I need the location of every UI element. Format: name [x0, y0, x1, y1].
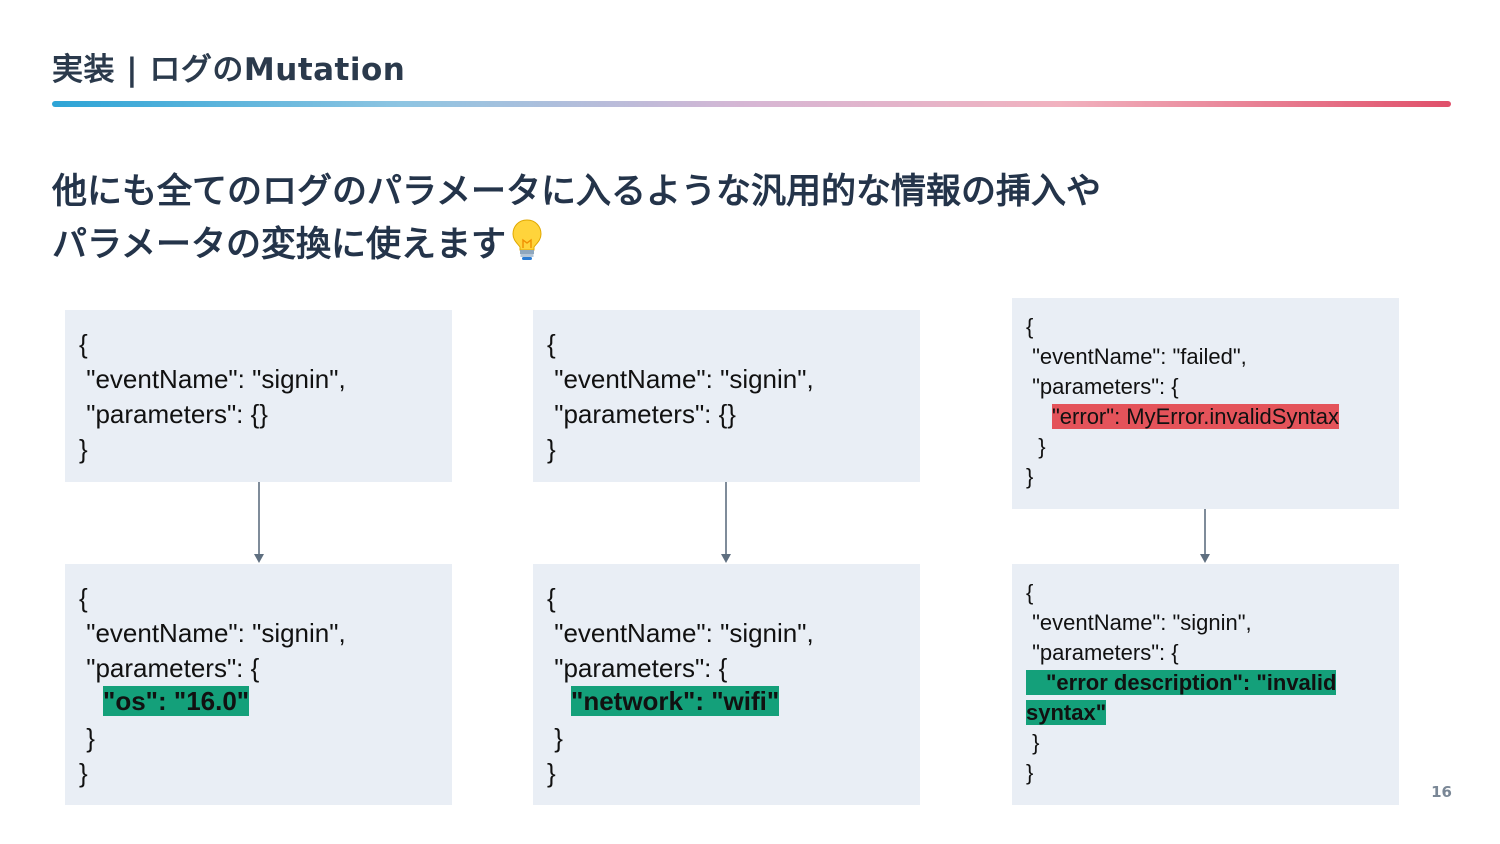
code-line: }: [1026, 434, 1046, 459]
json-before-box-2: { "eventName": "signin", "parameters": {…: [533, 310, 920, 482]
slide-title: 実装 | ログのMutation: [52, 52, 406, 88]
slide-subtitle: 他にも全てのログのパラメータに入るような汎用的な情報の挿入や パラメータの変換に…: [52, 166, 1352, 277]
code-line: {: [1026, 314, 1034, 339]
code-line: {: [547, 583, 556, 613]
converted-parameter-highlight: syntax": [1026, 700, 1107, 725]
subtitle-line-2: パラメータの変換に使えます: [52, 225, 506, 265]
title-gradient-divider: [52, 101, 1451, 107]
inserted-parameter-highlight: "network": "wifi": [571, 686, 780, 716]
subtitle-line-1: 他にも全てのログのパラメータに入るような汎用的な情報の挿入や: [52, 172, 1101, 212]
code-line: "parameters": {: [1026, 640, 1179, 665]
code-line: {: [79, 329, 88, 359]
code-line: "parameters": {: [79, 653, 260, 683]
code-line: }: [79, 434, 88, 464]
code-line: {: [1026, 580, 1034, 605]
code-line: }: [79, 723, 95, 753]
code-line: "eventName": "signin",: [547, 364, 814, 394]
code-line: "parameters": {: [1026, 374, 1179, 399]
code-line: {: [547, 329, 556, 359]
code-line: "parameters": {}: [79, 399, 268, 429]
code-line: }: [1026, 464, 1034, 489]
code-line: "eventName": "signin",: [547, 618, 814, 648]
down-arrow-icon: [1200, 509, 1210, 563]
json-after-box-3: { "eventName": "signin", "parameters": {…: [1012, 564, 1399, 805]
down-arrow-icon: [254, 482, 264, 563]
down-arrow-icon: [721, 482, 731, 563]
code-line: }: [1026, 730, 1040, 755]
code-line: "eventName": "failed",: [1026, 344, 1247, 369]
code-line: "eventName": "signin",: [79, 618, 346, 648]
inserted-parameter-highlight: "os": "16.0": [103, 686, 250, 716]
page-number: 16: [1431, 783, 1452, 801]
code-line: }: [547, 434, 556, 464]
code-line: "eventName": "signin",: [79, 364, 346, 394]
code-line: {: [79, 583, 88, 613]
code-line: }: [547, 723, 563, 753]
json-after-box-2: { "eventName": "signin", "parameters": {…: [533, 564, 920, 805]
error-parameter-highlight: "error": MyError.invalidSyntax: [1052, 404, 1340, 429]
code-line: }: [79, 758, 88, 788]
converted-parameter-highlight: "error description": "invalid: [1026, 670, 1337, 695]
json-after-box-1: { "eventName": "signin", "parameters": {…: [65, 564, 452, 805]
code-line: "parameters": {}: [547, 399, 736, 429]
code-line: }: [547, 758, 556, 788]
lightbulb-icon: [510, 218, 544, 277]
json-before-box-1: { "eventName": "signin", "parameters": {…: [65, 310, 452, 482]
code-line: }: [1026, 760, 1034, 785]
code-line: "eventName": "signin",: [1026, 610, 1252, 635]
code-line: "parameters": {: [547, 653, 728, 683]
json-before-box-3: { "eventName": "failed", "parameters": {…: [1012, 298, 1399, 509]
